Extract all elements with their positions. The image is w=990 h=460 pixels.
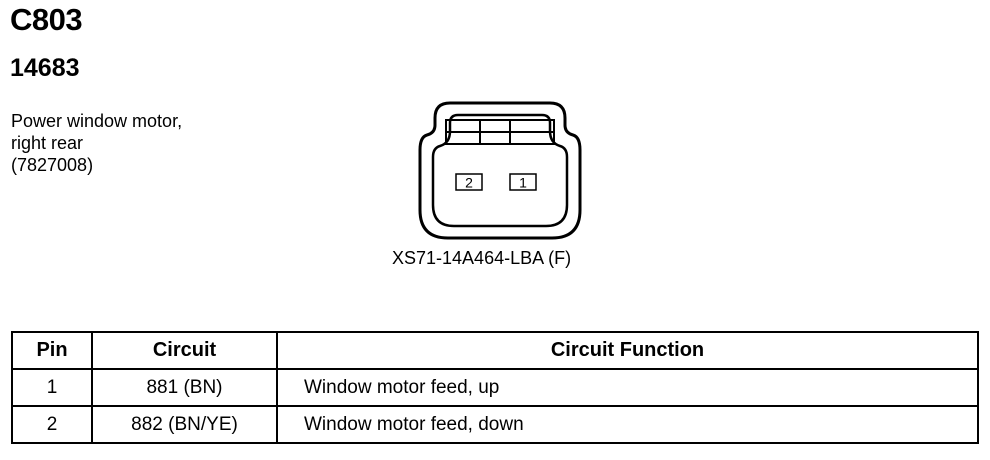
cell-function: Window motor feed, up bbox=[276, 368, 979, 407]
description-line: (7827008) bbox=[11, 155, 94, 175]
connector-id: C803 bbox=[10, 2, 83, 37]
cell-function: Window motor feed, down bbox=[276, 405, 979, 444]
table-row: 1 881 (BN) Window motor feed, up bbox=[11, 368, 979, 407]
connector-housing-inner bbox=[431, 113, 569, 228]
connector-part-label: XS71-14A464-LBA (F) bbox=[392, 248, 572, 268]
cell-circuit: 881 (BN) bbox=[91, 368, 278, 407]
cavity-1 bbox=[509, 173, 537, 191]
cell-pin: 2 bbox=[11, 405, 93, 444]
part-number: 14683 bbox=[10, 54, 80, 82]
description-line: Power window motor, bbox=[11, 111, 183, 131]
cell-pin: 1 bbox=[11, 368, 93, 407]
pinout-table: Pin Circuit Circuit Function 1 881 (BN) … bbox=[11, 331, 979, 444]
connector-housing-outer bbox=[418, 101, 582, 240]
connector-description: Power window motor, right rear (7827008) bbox=[11, 110, 182, 176]
header-pin: Pin bbox=[11, 331, 93, 370]
description-line: right rear bbox=[11, 133, 84, 153]
header-function: Circuit Function bbox=[276, 331, 979, 370]
cell-circuit: 882 (BN/YE) bbox=[91, 405, 278, 444]
header-circuit: Circuit bbox=[91, 331, 278, 370]
table-header-row: Pin Circuit Circuit Function bbox=[11, 331, 979, 370]
cavity-2 bbox=[455, 173, 483, 191]
cavity-label: 2 bbox=[465, 175, 473, 191]
connector-face-diagram: 2 1 bbox=[418, 101, 582, 240]
cavity-label: 1 bbox=[519, 175, 527, 191]
table-row: 2 882 (BN/YE) Window motor feed, down bbox=[11, 405, 979, 444]
